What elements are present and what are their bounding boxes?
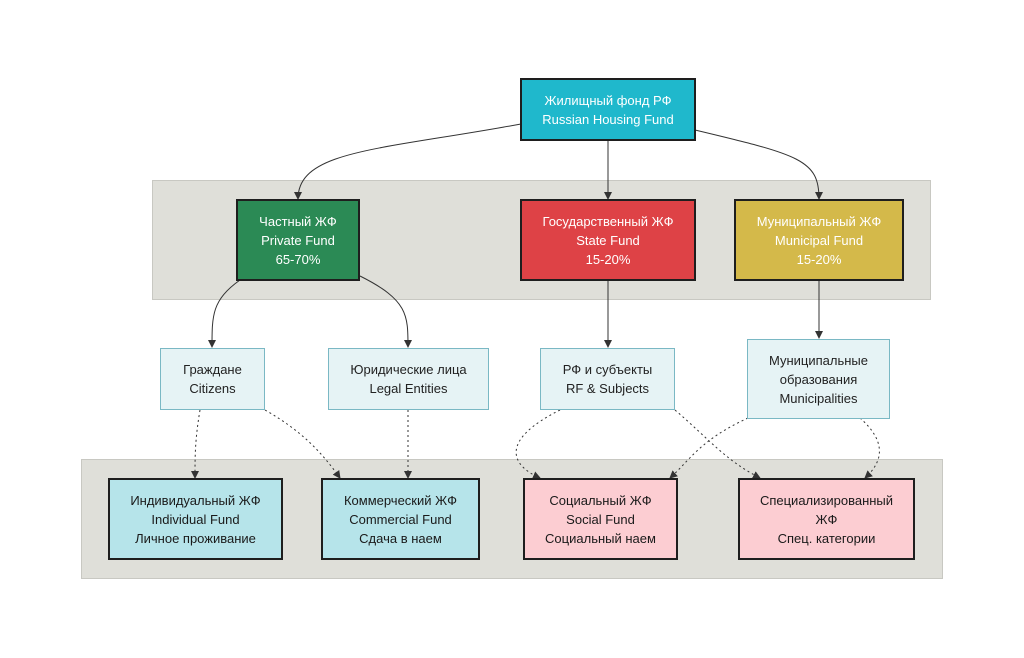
rf-subjects-line-1: РФ и субъекты bbox=[562, 362, 653, 377]
edge-citizens-commercial bbox=[264, 409, 341, 479]
edge-rf-social bbox=[515, 409, 561, 479]
legal-entities-node: Юридические лица Legal Entities bbox=[328, 348, 489, 410]
state-fund-line-3: 15-20% bbox=[585, 251, 631, 267]
individual-fund-line-3: Личное проживание bbox=[135, 530, 256, 546]
edge-private-legal bbox=[359, 275, 412, 348]
edge-root-private bbox=[294, 123, 522, 200]
citizens-line-2: Citizens bbox=[189, 381, 236, 396]
state-fund-line-2: State Fund bbox=[576, 232, 640, 248]
private-fund-line-1: Частный ЖФ bbox=[259, 213, 337, 229]
social-fund-line-2: Social Fund bbox=[566, 511, 635, 527]
municipalities-line-1: Муниципальные bbox=[768, 352, 868, 368]
rf-subjects-line-2: RF & Subjects bbox=[565, 381, 650, 396]
rf-subjects-node: РФ и субъекты RF & Subjects bbox=[540, 348, 675, 410]
municipal-fund-node: Муниципальный ЖФ Municipal Fund 15-20% bbox=[734, 199, 904, 281]
edge-root-municipal bbox=[694, 129, 823, 200]
commercial-fund-line-2: Commercial Fund bbox=[349, 511, 452, 527]
municipal-fund-line-2: Municipal Fund bbox=[774, 232, 864, 248]
commercial-fund-node: Коммерческий ЖФ Commercial Fund Сдача в … bbox=[321, 478, 480, 560]
individual-fund-node: Индивидуальный ЖФ Individual Fund Личное… bbox=[108, 478, 283, 560]
municipalities-node: Муниципальные образования Municipalities bbox=[747, 339, 890, 419]
social-fund-line-3: Социальный наем bbox=[545, 530, 656, 546]
edge-municipalities-social bbox=[669, 417, 749, 479]
social-fund-node: Социальный ЖФ Social Fund Социальный нае… bbox=[523, 478, 678, 560]
individual-fund-line-2: Individual Fund bbox=[151, 511, 240, 527]
commercial-fund-line-3: Сдача в наем bbox=[359, 530, 442, 546]
state-fund-line-1: Государственный ЖФ bbox=[542, 213, 674, 229]
citizens-node: Граждане Citizens bbox=[160, 348, 265, 410]
root-node-line-1: Жилищный фонд РФ bbox=[544, 92, 672, 108]
edge-municipalities-special bbox=[859, 417, 880, 479]
specialized-fund-node: Специализированный ЖФ Спец. категории bbox=[738, 478, 915, 560]
root-node: Жилищный фонд РФ Russian Housing Fund bbox=[520, 78, 696, 141]
social-fund-line-1: Социальный ЖФ bbox=[549, 492, 652, 508]
individual-fund-line-1: Индивидуальный ЖФ bbox=[130, 492, 261, 508]
edge-citizens-individual bbox=[191, 409, 201, 479]
specialized-fund-line-2: ЖФ bbox=[815, 511, 838, 527]
state-fund-node: Государственный ЖФ State Fund 15-20% bbox=[520, 199, 696, 281]
private-fund-node: Частный ЖФ Private Fund 65-70% bbox=[236, 199, 360, 281]
edge-private-citizens bbox=[208, 279, 241, 348]
commercial-fund-line-1: Коммерческий ЖФ bbox=[343, 492, 458, 508]
municipal-fund-line-1: Муниципальный ЖФ bbox=[756, 213, 882, 229]
legal-entities-line-1: Юридические лица bbox=[350, 362, 467, 377]
root-node-line-2: Russian Housing Fund bbox=[542, 111, 674, 127]
private-fund-line-3: 65-70% bbox=[275, 251, 321, 267]
specialized-fund-line-1: Специализированный bbox=[759, 492, 894, 508]
municipalities-line-3: Municipalities bbox=[779, 390, 858, 406]
private-fund-line-2: Private Fund bbox=[261, 232, 335, 248]
specialized-fund-line-3: Спец. категории bbox=[777, 530, 876, 546]
legal-entities-line-2: Legal Entities bbox=[369, 381, 448, 396]
edge-rf-special bbox=[674, 409, 761, 479]
citizens-line-1: Граждане bbox=[183, 362, 242, 377]
municipalities-line-2: образования bbox=[779, 371, 858, 387]
municipal-fund-line-3: 15-20% bbox=[796, 251, 842, 267]
